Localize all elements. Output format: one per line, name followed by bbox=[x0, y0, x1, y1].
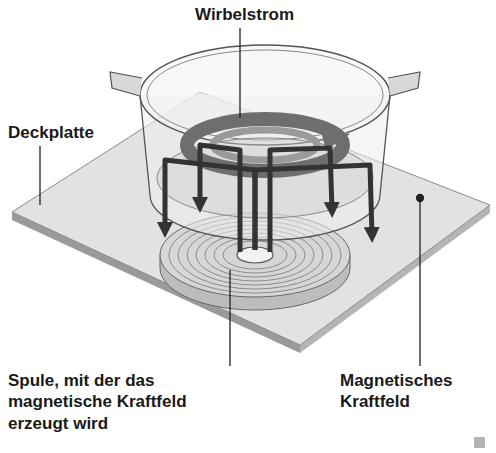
coil-label: Spule, mit der das magnetische Kraftfeld… bbox=[8, 370, 223, 434]
eddy-current-label: Wirbelstrom bbox=[195, 4, 294, 25]
magnetic-field-label: Magnetisches Kraftfeld bbox=[340, 370, 490, 413]
leader-lines bbox=[40, 28, 424, 366]
cover-plate-label: Deckplatte bbox=[8, 122, 94, 143]
corner-mark bbox=[474, 437, 485, 448]
magnetic-field-lines bbox=[165, 145, 372, 252]
